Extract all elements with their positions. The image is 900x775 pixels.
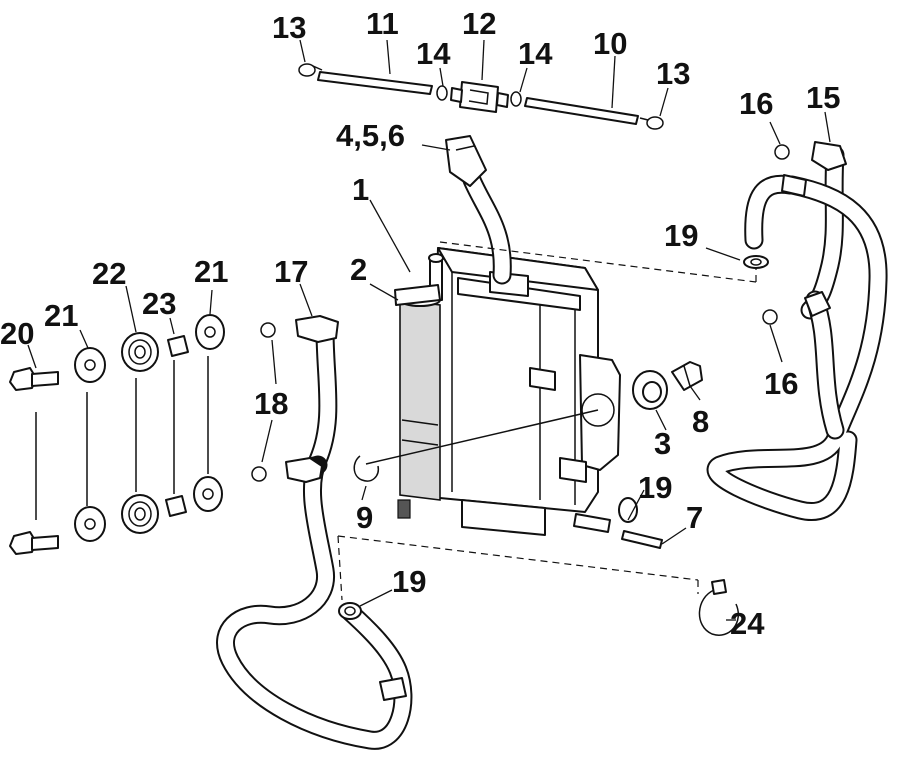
- callout-8: 8: [692, 404, 709, 439]
- callout-9: 9: [356, 500, 373, 535]
- callout-17: 17: [274, 254, 308, 289]
- washer-21-left-upper: [74, 347, 106, 383]
- fuel-hose-17: [216, 315, 413, 750]
- check-valve-12: [450, 81, 509, 113]
- callout-7: 7: [686, 500, 703, 535]
- callout-23: 23: [142, 286, 176, 321]
- wire-harness-4-5-6: [445, 135, 512, 285]
- callout-3: 3: [654, 426, 671, 461]
- bolt-20-upper: [9, 367, 59, 391]
- clip-19-right: [618, 497, 638, 523]
- callout-16-lower: 16: [764, 366, 798, 401]
- sleeve-23-lower: [165, 495, 187, 517]
- callout-21-right: 21: [194, 254, 228, 289]
- washer-21-right-upper: [195, 314, 225, 350]
- leader-lines: [27, 39, 831, 621]
- sleeve-23-upper: [167, 335, 189, 357]
- callout-4-5-6: 4,5,6: [336, 118, 405, 153]
- clip-19-upper-right: [743, 255, 769, 269]
- washer-21-left-lower: [74, 506, 106, 542]
- vapor-separator-tank-1: [428, 247, 621, 536]
- callout-22: 22: [92, 256, 126, 291]
- callout-19-lower: 19: [392, 564, 426, 599]
- callout-14-right: 14: [518, 36, 553, 71]
- grommet-22-lower: [121, 494, 159, 534]
- callout-24: 24: [730, 606, 765, 641]
- callout-19-right: 19: [638, 470, 672, 505]
- washer-21-right-lower: [193, 476, 223, 512]
- grommet-3: [632, 370, 668, 410]
- fuel-pump-2: [394, 284, 441, 519]
- clip-19-lower: [338, 602, 362, 620]
- callout-12: 12: [462, 6, 496, 41]
- grommet-22-upper: [121, 332, 159, 372]
- bolt-20-lower: [9, 531, 59, 555]
- fitting-8: [671, 361, 703, 391]
- o-ring-18-lower: [251, 466, 267, 482]
- callout-16-upper: 16: [739, 86, 773, 121]
- fuel-hose-15: [706, 141, 888, 521]
- callout-1: 1: [352, 172, 369, 207]
- callout-19-upper: 19: [664, 218, 698, 253]
- hose-clamp-13-left: [298, 63, 323, 77]
- callout-20: 20: [0, 316, 34, 351]
- callout-10: 10: [593, 26, 627, 61]
- callout-13-left: 13: [272, 10, 306, 45]
- assembly-lines: [35, 241, 757, 601]
- hose-clamp-14-right: [510, 91, 522, 107]
- vent-hose-10: [524, 97, 639, 125]
- callout-labels: 13 11 14 12 14 10 13 16 15 4,5,6 1 19 2 …: [0, 6, 840, 641]
- clamp-24: [698, 579, 739, 636]
- callout-14-left: 14: [416, 36, 451, 71]
- callout-21-left: 21: [44, 298, 78, 333]
- o-ring-16-lower: [762, 309, 778, 325]
- o-ring-18-upper: [260, 322, 276, 338]
- clip-9: [353, 455, 380, 482]
- vent-hose-11: [317, 71, 433, 95]
- callout-18: 18: [254, 386, 288, 421]
- callout-11: 11: [366, 6, 399, 41]
- callout-2: 2: [350, 252, 367, 287]
- callout-13-right: 13: [656, 56, 690, 91]
- hose-clamp-13-right: [639, 116, 664, 130]
- o-ring-16-upper: [774, 144, 790, 160]
- pin-7: [573, 513, 663, 549]
- hose-clamp-14-left: [436, 85, 448, 101]
- callout-15: 15: [806, 80, 840, 115]
